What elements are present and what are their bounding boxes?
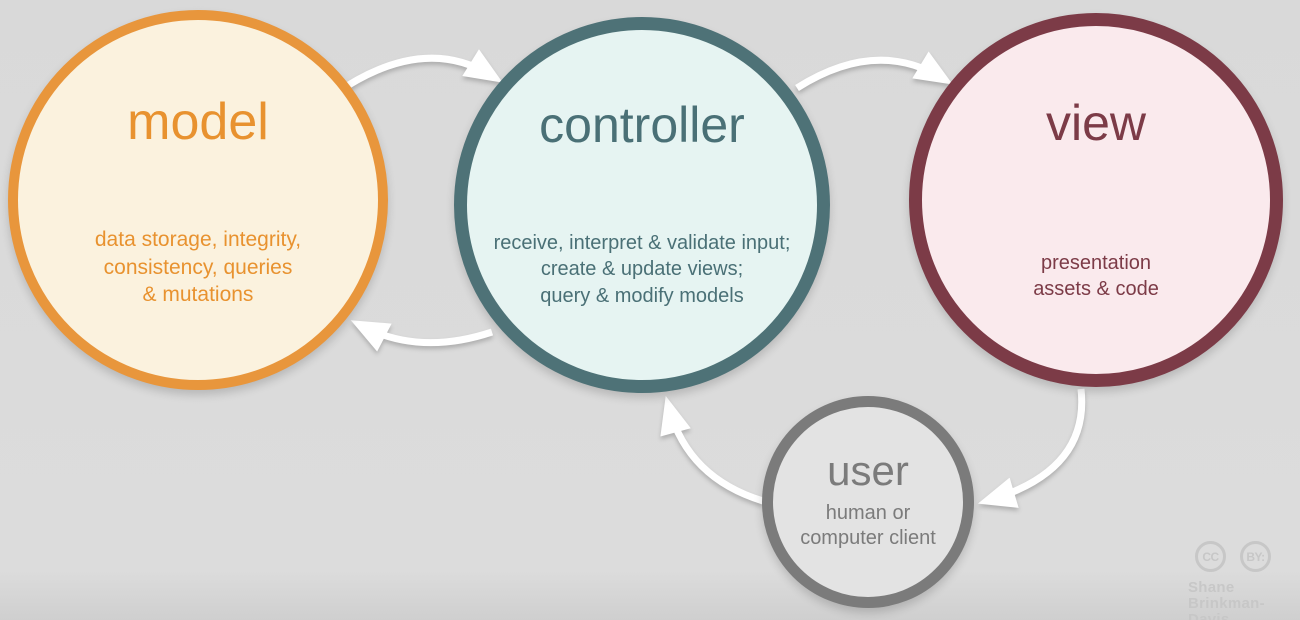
- cc-badge-icon: CC: [1195, 541, 1226, 572]
- controller-description: receive, interpret & validate input; cre…: [493, 232, 791, 307]
- arrow-user-to-controller: [660, 395, 765, 505]
- view-title: view: [1045, 95, 1147, 151]
- user-title: user: [827, 447, 909, 494]
- user-description: human or computer client: [800, 502, 936, 549]
- model-title: model: [127, 93, 269, 151]
- controller-node: controller receive, interpret & validate…: [454, 17, 830, 393]
- author-name: Shane Brinkman-Davis: [1188, 579, 1265, 620]
- arrow-model-to-controller: [345, 49, 503, 89]
- controller-title: controller: [539, 97, 745, 153]
- arrow-controller-to-view: [795, 51, 953, 91]
- attribution: CC BY: Shane Brinkman-Davis: [1188, 541, 1300, 620]
- model-description: data storage, integrity, consistency, qu…: [94, 228, 302, 307]
- view-description: presentation assets & code: [1033, 252, 1159, 301]
- user-node: user human or computer client: [762, 396, 974, 608]
- view-node: view presentation assets & code: [909, 13, 1283, 387]
- by-badge-icon: BY:: [1240, 541, 1271, 572]
- arrow-controller-to-model: [350, 320, 494, 352]
- arrow-view-to-user: [977, 388, 1086, 508]
- license-badges: CC BY:: [1188, 541, 1300, 572]
- model-node: model data storage, integrity, consisten…: [8, 10, 388, 390]
